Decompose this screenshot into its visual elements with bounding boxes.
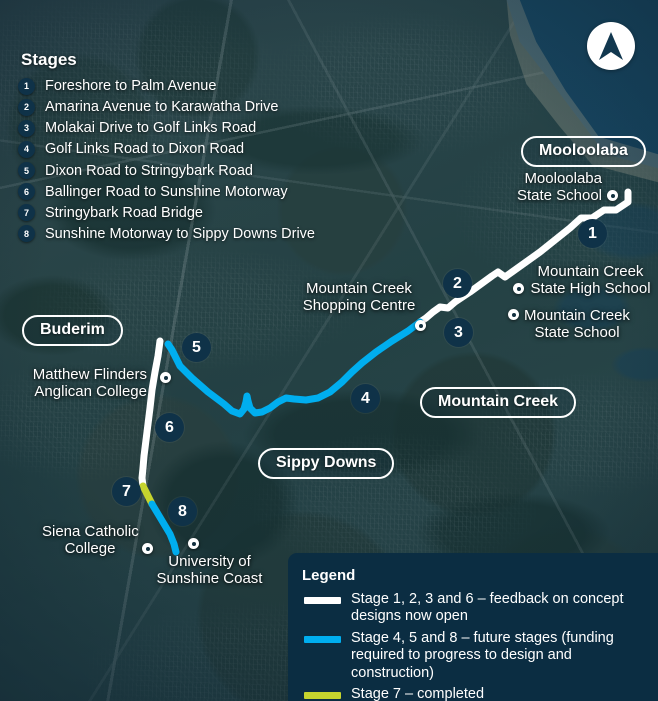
poi-marker-icon: [513, 283, 524, 294]
legend-item-stage-7[interactable]: Stage 7 – completed: [302, 686, 642, 701]
stage-list-item[interactable]: 3 Molakai Drive to Golf Links Road: [18, 119, 315, 137]
poi-marker-icon: [415, 320, 426, 331]
poi-label-line2: State High School: [530, 280, 651, 298]
stages-list-title: Stages: [21, 50, 77, 69]
stage-list-label: Amarina Avenue to Karawatha Drive: [45, 99, 279, 116]
route-segment-white-north: [416, 188, 632, 326]
route-segment-cyan-middle: [164, 318, 424, 418]
suburb-label-mooloolaba[interactable]: Mooloolaba: [521, 136, 646, 167]
poi-label-line2: College: [64, 540, 116, 558]
poi-label-line1: Mountain Creek: [306, 280, 412, 297]
legend-item-stage-4-5-8[interactable]: Stage 4, 5 and 8 – future stages (fundin…: [302, 630, 642, 682]
stage-list-number: 5: [18, 162, 35, 180]
map-stage-badge-4[interactable]: 4: [351, 384, 380, 413]
stage-list-label: Golf Links Road to Dixon Road: [45, 141, 245, 158]
poi-label-line1: University of: [168, 553, 251, 570]
poi-label-line2: Shopping Centre: [302, 297, 416, 315]
suburb-label-buderim[interactable]: Buderim: [22, 315, 123, 346]
poi-marker-icon: [142, 543, 153, 554]
suburb-label-mountain-creek[interactable]: Mountain Creek: [420, 387, 577, 418]
north-arrow-glyph: [599, 32, 623, 60]
stage-list-number: 3: [18, 119, 35, 137]
legend-panel: Legend Stage 1, 2, 3 and 6 – feedback on…: [288, 553, 658, 701]
legend-item-label: Stage 7 – completed: [351, 685, 485, 701]
poi-mountain-creek-shopping-centre[interactable]: Mountain Creek Shopping Centre: [296, 280, 426, 331]
stage-list-item[interactable]: 8 Sunshine Motorway to Sippy Downs Drive: [18, 225, 315, 243]
stage-list-number: 1: [18, 77, 35, 95]
north-arrow-icon[interactable]: [587, 22, 635, 70]
stage-list-number: 6: [18, 183, 35, 201]
map-stage-badge-8[interactable]: 8: [168, 497, 197, 526]
poi-mountain-creek-state-school[interactable]: Mountain Creek State School: [508, 307, 631, 342]
stage-list-label: Molakai Drive to Golf Links Road: [45, 120, 257, 137]
legend-item-stage-1-2-3-6[interactable]: Stage 1, 2, 3 and 6 – feedback on concep…: [302, 591, 642, 626]
stage-list-number: 4: [18, 140, 35, 158]
legend-swatch-white: [304, 597, 341, 604]
stage-list-item[interactable]: 4 Golf Links Road to Dixon Road: [18, 140, 315, 158]
stage-list-number: 7: [18, 204, 35, 222]
map-stage-badge-7[interactable]: 7: [112, 477, 141, 506]
route-segment-cyan-south: [148, 500, 180, 556]
poi-label-line2: State School: [534, 324, 620, 342]
poi-mountain-creek-state-high-school[interactable]: Mountain Creek State High School: [513, 263, 654, 298]
poi-label-line1: Matthew Flinders: [32, 366, 147, 383]
stage-list-item[interactable]: 7 Stringybark Road Bridge: [18, 204, 315, 222]
poi-label-line2: Sunshine Coast: [156, 570, 263, 588]
stage-list-label: Dixon Road to Stringybark Road: [45, 162, 253, 179]
stages-legend-list: Stages 1 Foreshore to Palm Avenue 2 Amar…: [18, 50, 315, 246]
poi-mooloolaba-state-school[interactable]: Mooloolaba State School: [497, 170, 618, 205]
legend-item-label: Stage 4, 5 and 8 – future stages (fundin…: [351, 629, 614, 681]
legend-swatch-cyan: [304, 635, 341, 643]
stage-list-item[interactable]: 5 Dixon Road to Stringybark Road: [18, 162, 315, 180]
poi-university-of-sunshine-coast[interactable]: University of Sunshine Coast: [153, 538, 266, 588]
route-segment-white-south: [138, 337, 164, 490]
poi-label-line1: Mountain Creek: [524, 307, 630, 324]
poi-label-line2: State School: [516, 187, 602, 205]
poi-label-line2: Anglican College: [34, 383, 147, 401]
poi-marker-icon: [508, 309, 519, 320]
suburb-label-sippy-downs[interactable]: Sippy Downs: [258, 448, 395, 479]
poi-marker-icon: [188, 538, 199, 549]
poi-siena-catholic-college[interactable]: Siena Catholic College: [42, 523, 153, 558]
stage-list-label: Stringybark Road Bridge: [45, 204, 203, 221]
poi-label-line1: Siena Catholic: [42, 523, 139, 540]
stage-list-number: 8: [18, 225, 35, 243]
map-stage-badge-2[interactable]: 2: [443, 269, 472, 298]
map-stage-badge-3[interactable]: 3: [444, 318, 473, 347]
poi-matthew-flinders-anglican-college[interactable]: Matthew Flinders Anglican College: [14, 366, 171, 401]
map-stage-badge-1[interactable]: 1: [578, 219, 607, 248]
stage-list-number: 2: [18, 98, 35, 116]
poi-label-line1: Mountain Creek: [537, 263, 644, 280]
poi-marker-icon: [607, 190, 618, 201]
stage-list-item[interactable]: 6 Ballinger Road to Sunshine Motorway: [18, 183, 315, 201]
legend-swatch-yellow: [304, 691, 341, 699]
legend-title: Legend: [302, 567, 356, 584]
stage-list-label: Sunshine Motorway to Sippy Downs Drive: [45, 225, 315, 242]
poi-label-line1: Mooloolaba: [524, 170, 602, 187]
legend-item-label: Stage 1, 2, 3 and 6 – feedback on concep…: [351, 591, 624, 625]
stage-list-label: Ballinger Road to Sunshine Motorway: [45, 183, 288, 200]
map-stage-badge-5[interactable]: 5: [182, 333, 211, 362]
stage-list-item[interactable]: 1 Foreshore to Palm Avenue: [18, 77, 315, 95]
stage-list-item[interactable]: 2 Amarina Avenue to Karawatha Drive: [18, 98, 315, 116]
map-stage-badge-6[interactable]: 6: [155, 413, 184, 442]
stage-list-label: Foreshore to Palm Avenue: [45, 78, 217, 94]
poi-marker-icon: [160, 372, 171, 383]
